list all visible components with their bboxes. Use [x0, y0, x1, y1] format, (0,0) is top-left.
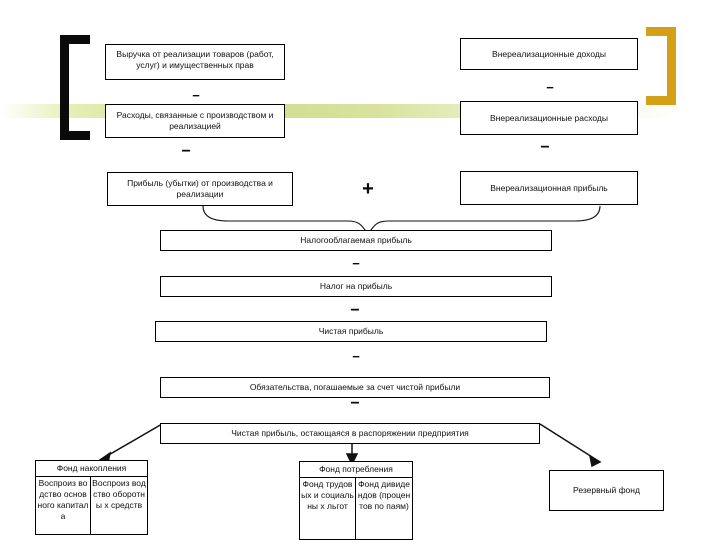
node-production-profit[interactable]: Прибыль (убытки) от производства и реали…: [107, 172, 293, 206]
operator-minus-left-bottom: −: [181, 143, 191, 160]
left-bracket-top-arm: [60, 35, 90, 44]
operator-minus-tax: −: [352, 256, 360, 271]
node-profit-tax[interactable]: Налог на прибыль: [160, 276, 552, 297]
fund-consumption-header: Фонд потребления: [299, 461, 413, 478]
fund-accumulation-columns: Воспроиз водство основного капитала Восп…: [35, 477, 148, 535]
fund-accumulation-col-2: Воспроиз водство оборотны х средств: [91, 477, 148, 535]
node-reserve-fund[interactable]: Резервный фонд: [549, 470, 664, 511]
node-nonoperating-costs[interactable]: Внереализационные расходы: [460, 101, 638, 135]
left-bracket-bottom-arm: [60, 131, 90, 140]
brace-right-arm: [388, 205, 601, 222]
operator-minus-obligations: −: [352, 349, 360, 364]
brace-left-arm: [202, 205, 348, 222]
operator-minus-right-top: −: [546, 80, 554, 95]
node-net-profit[interactable]: Чистая прибыль: [155, 321, 547, 342]
node-revenue[interactable]: Выручка от реализации товаров (работ, ус…: [105, 44, 285, 80]
operator-minus-net: −: [350, 302, 360, 319]
node-production-costs[interactable]: Расходы, связанные с производством и реа…: [105, 104, 285, 138]
right-bracket-top-arm: [646, 27, 676, 36]
node-retained-profit[interactable]: Чистая прибыль, остающаяся в распоряжени…: [160, 423, 540, 444]
operator-plus-center: +: [362, 178, 374, 200]
fund-accumulation[interactable]: Фонд накопления Воспроиз водство основно…: [35, 460, 148, 535]
operator-minus-right-bottom: −: [540, 139, 550, 156]
node-nonoperating-profit[interactable]: Внереализационная прибыль: [460, 171, 638, 205]
operator-minus-retained: −: [350, 395, 360, 412]
arrow-to-reserve-head: [588, 454, 602, 468]
right-bracket: [646, 27, 676, 105]
arrow-to-consumption-head: [345, 453, 359, 466]
fund-accumulation-header: Фонд накопления: [35, 460, 148, 477]
operator-minus-left-top: −: [192, 88, 200, 103]
right-bracket-bottom-arm: [646, 96, 676, 105]
left-bracket-vertical: [60, 35, 69, 140]
right-bracket-vertical: [667, 27, 676, 105]
node-obligations[interactable]: Обязательства, погашаемые за счет чистой…: [160, 377, 550, 398]
left-bracket: [60, 35, 90, 140]
node-taxable-profit[interactable]: Налогооблагаемая прибыль: [160, 230, 552, 251]
fund-accumulation-col-1: Воспроиз водство основного капитала: [35, 477, 91, 535]
fund-consumption-col-1: Фонд трудовых и социальны х льгот: [299, 478, 356, 540]
node-nonoperating-income[interactable]: Внереализационные доходы: [460, 38, 638, 70]
fund-consumption-columns: Фонд трудовых и социальны х льгот Фонд д…: [299, 478, 413, 540]
fund-consumption[interactable]: Фонд потребления Фонд трудовых и социаль…: [299, 461, 413, 540]
fund-consumption-col-2: Фонд дивидендов (процентов по паям): [356, 478, 413, 540]
